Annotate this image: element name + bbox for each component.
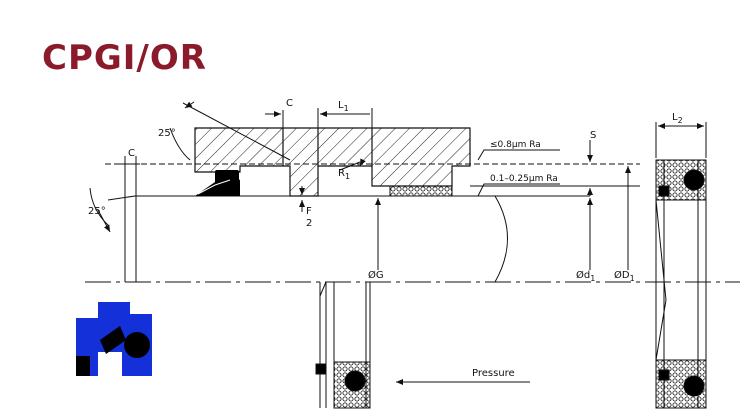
seal-profile-small <box>195 170 240 196</box>
label-l1: L1 <box>338 100 349 113</box>
label-c-top: C <box>286 98 293 109</box>
label-finish-2: 0.1–0.25μm Ra <box>490 174 558 184</box>
label-finish-1: ≤0.8μm Ra <box>490 140 541 150</box>
label-l2: L2 <box>672 112 683 125</box>
label-f-divisor: 2 <box>306 218 312 229</box>
label-angle-top: 25° <box>158 128 176 139</box>
housing-section <box>194 127 471 197</box>
dimension-lines <box>120 108 707 270</box>
label-pressure: Pressure <box>472 368 515 379</box>
chamfer-lines <box>89 101 291 282</box>
wear-ring-strip <box>389 185 453 197</box>
label-dia-d1: Ød1 <box>576 269 595 283</box>
seal-side-view <box>655 159 707 409</box>
seal-bottom-view <box>315 281 371 409</box>
drawing-labels: C L1 L2 C 25° 25° R1 F 2 S ≤0.8μm Ra 0.1… <box>88 98 683 379</box>
seal-profile-icon <box>76 302 152 376</box>
shaft-break-curve <box>494 195 508 283</box>
product-title: CPGI/OR <box>42 38 207 78</box>
label-f: F <box>306 206 312 217</box>
label-s: S <box>590 130 596 141</box>
label-dia-g: ØG <box>368 269 384 281</box>
label-dia-big-d1: ØD1 <box>614 269 635 283</box>
label-angle-left: 25° <box>88 206 106 217</box>
label-r1: R1 <box>338 168 350 181</box>
label-c-left: C <box>128 148 135 159</box>
